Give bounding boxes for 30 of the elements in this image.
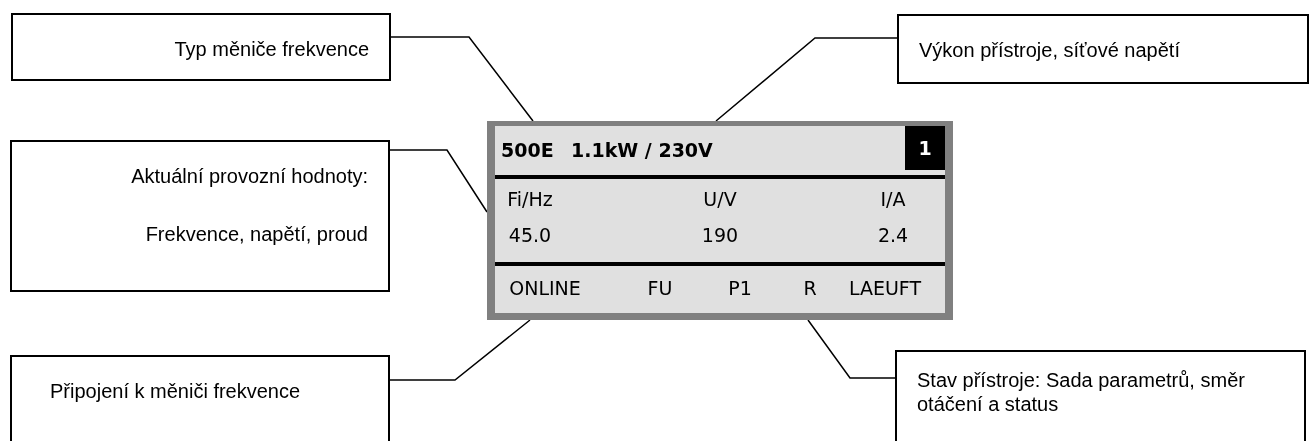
display-value: U/V bbox=[703, 187, 737, 211]
callout-text: Aktuální provozní hodnoty: bbox=[131, 164, 368, 188]
leader-line bbox=[807, 319, 896, 379]
display-value: LAEUFT bbox=[848, 276, 922, 300]
callout-text: Stav přístroje: Sada parametrů, směr otáčení a status bbox=[917, 368, 1246, 416]
callout-text: Připojení k měniči frekvence bbox=[50, 379, 301, 403]
display-value: R bbox=[803, 276, 817, 300]
display-value: FU bbox=[647, 276, 673, 300]
callout-box bbox=[897, 14, 1309, 84]
callout-box bbox=[895, 350, 1306, 441]
callout-box bbox=[11, 13, 391, 81]
callout-box bbox=[10, 355, 390, 441]
display-value: 45.0 bbox=[508, 223, 552, 247]
leader-line bbox=[715, 37, 898, 122]
callout-text: Výkon přístroje, síťové napětí bbox=[919, 38, 1180, 62]
leader-line bbox=[389, 149, 488, 213]
display-value: Fi/Hz bbox=[507, 187, 553, 211]
callout-text: Typ měniče frekvence bbox=[174, 37, 369, 61]
display-value: 190 bbox=[701, 223, 739, 247]
callout-text: Frekvence, napětí, proud bbox=[145, 222, 368, 246]
display-header-text: 1.1kW / 230V bbox=[571, 138, 713, 162]
display-value: P1 bbox=[728, 276, 752, 300]
callout-box bbox=[10, 140, 390, 292]
leader-line bbox=[389, 319, 531, 381]
leader-line bbox=[390, 36, 534, 122]
display-value: ONLINE bbox=[509, 276, 581, 300]
display-value: I/A bbox=[880, 187, 906, 211]
parameter-set-indicator: 1 bbox=[905, 126, 945, 170]
display-header-text: 500E bbox=[501, 138, 554, 162]
display-value: 2.4 bbox=[877, 223, 909, 247]
